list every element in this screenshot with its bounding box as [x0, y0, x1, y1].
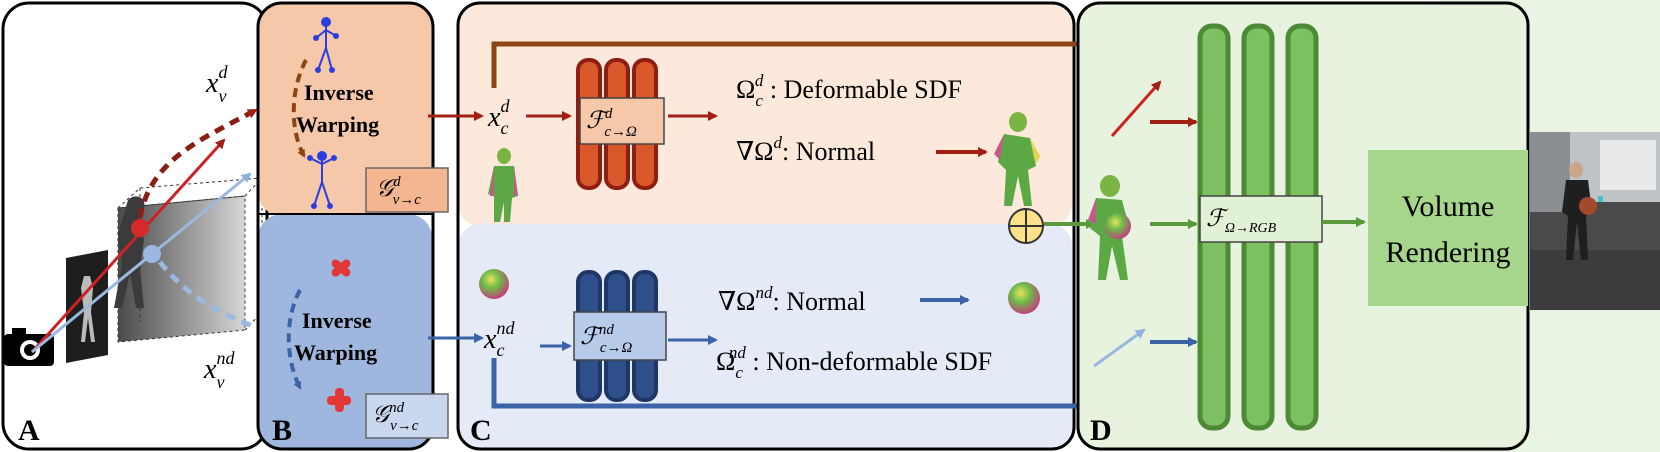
- label-x-c-d: xcd: [487, 96, 510, 138]
- panel-b-bottom-fill: [258, 214, 432, 448]
- label-x-c-nd: xcnd: [483, 318, 515, 360]
- inverse-warping-top-line1: Inverse: [304, 80, 374, 105]
- g-nd-box: [365, 393, 449, 439]
- normal-d-text: ∇Ωd: Normal: [736, 133, 875, 166]
- composed-mesh-icon: [1088, 175, 1131, 280]
- skip-arrow-nondeformable: [491, 358, 1198, 411]
- human-mesh-normal-icon: [994, 112, 1040, 206]
- skip-arrow-deformable: [491, 39, 1198, 88]
- observation-space-box: [114, 177, 264, 343]
- network-f-rgb: ℱΩ→RGB: [1197, 23, 1323, 431]
- ball-normal-icon: [1008, 282, 1040, 314]
- red-cross-canonical-icon: [327, 388, 351, 412]
- label-x-v-d: xvd: [205, 62, 228, 106]
- omega-d-text: Ωcd : Deformable SDF: [736, 71, 962, 110]
- sample-point-nondeformable: [143, 245, 161, 263]
- dashed-warp-arrow-deformable: [291, 59, 308, 158]
- panel-b-frame: [256, 1, 435, 451]
- inverse-warping-top-line2: Warping: [296, 112, 379, 137]
- composition-oplus-icon: [1008, 208, 1044, 244]
- inverse-warping-bottom-line2: Warping: [294, 340, 377, 365]
- panel-d: ℱΩ→RGB Volume Rendering D: [1044, 1, 1530, 451]
- ray-red: [30, 138, 226, 354]
- panel-b-top-fill: [258, 4, 432, 216]
- ray-blue: [31, 172, 252, 354]
- skeleton-canonical-icon: [307, 151, 337, 209]
- human-mesh-canonical-icon: [488, 148, 518, 222]
- f-rgb-label: ℱΩ→RGB: [1206, 206, 1277, 236]
- rendered-output-image: [1530, 132, 1660, 310]
- g-d-box: [365, 167, 449, 213]
- normal-nd-text: ∇Ωnd: Normal: [718, 283, 866, 316]
- omega-nd-text: Ωcnd : Non-deformable SDF: [716, 343, 992, 382]
- red-cross-observation-icon: [331, 259, 351, 277]
- inverse-warping-bottom-line1: Inverse: [302, 308, 372, 333]
- volume-rendering-line2: Rendering: [1386, 236, 1511, 269]
- dashed-warp-arrow-nondeformable: [286, 289, 302, 390]
- panel-a: xvd xvnd A: [1, 1, 274, 451]
- panel-label-c: C: [470, 414, 492, 447]
- arrow-blue-diag: [1093, 328, 1146, 368]
- skeleton-observation-icon: [313, 17, 339, 73]
- volume-rendering-line1: Volume: [1402, 190, 1495, 223]
- sample-point-deformable: [131, 219, 149, 237]
- dashed-arrow-deformable: [137, 107, 258, 219]
- panel-c-bottom-fill: [458, 224, 1072, 448]
- volume-rendering-box: [1368, 150, 1528, 306]
- label-x-v-nd: xvnd: [203, 348, 235, 392]
- panel-label-d: D: [1090, 414, 1112, 447]
- panel-label-a: A: [18, 414, 40, 447]
- ball-canonical-icon: [479, 269, 509, 299]
- panel-label-b: B: [272, 414, 292, 447]
- arrow-red-diag: [1110, 80, 1162, 137]
